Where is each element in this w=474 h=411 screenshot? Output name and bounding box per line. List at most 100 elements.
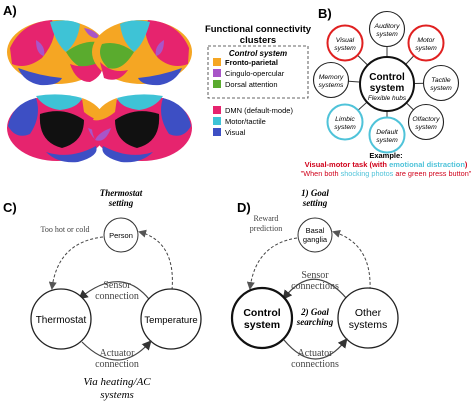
system-node-label: Default (376, 129, 399, 136)
thermostat-setting-title-l2: setting (108, 198, 134, 208)
panel-d-label: D) (237, 200, 251, 215)
control-hub-node (359, 56, 415, 112)
legend-item-label: Motor/tactile (225, 117, 266, 126)
system-node-label: Limbic (335, 116, 355, 123)
system-node-label: Olfactory (412, 116, 440, 123)
thermostat-node (30, 288, 92, 350)
task-suffix: ) (465, 160, 468, 169)
task-highlight: emotional distraction (389, 160, 465, 169)
goal-searching-l1: 2) Goal (300, 307, 329, 317)
goal-setting-title-l1: 1) Goal (301, 188, 329, 198)
arrow-person-to-thermostat (48, 236, 104, 290)
system-node (407, 24, 445, 62)
control-system-node (230, 286, 294, 350)
sensor-arc (78, 281, 153, 304)
actuator-connection-l1: Actuator (100, 348, 136, 359)
reward-prediction-l2: prediction (250, 224, 282, 233)
quote-suffix: are green press button" (393, 169, 471, 178)
hub-label: Flexible hubs (368, 95, 407, 102)
control-system-node-l2: system (244, 319, 280, 331)
system-node-label: system (334, 45, 356, 52)
system-node (368, 116, 406, 154)
legend-title-line2: clusters (240, 35, 276, 46)
system-node-label: systems (319, 82, 345, 89)
panel-c-label: C) (3, 200, 17, 215)
other-systems-l2: systems (349, 319, 388, 331)
thermostat-diagram: Thermostat setting Person Too hot or col… (30, 188, 202, 401)
system-node-label: system (415, 124, 437, 131)
control-system-node-l1: Control (243, 307, 280, 319)
legend-swatch (213, 117, 221, 125)
system-node (422, 64, 460, 102)
cluster-legend: Functional connectivity clusters Control… (205, 24, 312, 137)
thermostat-label: Thermostat (36, 315, 87, 326)
thermostat-setting-title-l1: Thermostat (100, 188, 143, 198)
panel-a-label: A) (3, 3, 17, 18)
legend-item-label: Fronto-parietal (225, 58, 278, 67)
legend-swatch (213, 69, 221, 77)
sensor-connection-l1: Sensor (103, 280, 131, 291)
brain-medial-left (7, 94, 107, 163)
person-node (103, 217, 139, 253)
person-label: Person (109, 231, 133, 240)
system-node-label: system (430, 85, 452, 92)
control-system-diagram: 1) Goal setting Basal ganglia Reward pre… (230, 188, 399, 370)
sensor-connections-l2: connections (291, 281, 339, 292)
brain-lateral-right (92, 20, 192, 86)
via-heating-l2: systems (100, 389, 134, 401)
legend-item-label: Cingulo-opercular (225, 69, 285, 78)
brain-medial-right (92, 94, 192, 163)
system-node-label: Tactile (431, 77, 451, 84)
hub-label: Control (369, 72, 405, 83)
system-node-label: system (376, 137, 398, 144)
system-node-label: Auditory (374, 23, 401, 30)
other-systems-l1: Other (355, 307, 382, 319)
legend-swatch (213, 58, 221, 66)
actuator-connection-l2: connection (95, 359, 139, 370)
example-label: Example: (369, 151, 402, 160)
example-caption: Example: Visual-motor task (with emotion… (301, 151, 472, 178)
system-node-label: system (376, 31, 398, 38)
system-node (326, 103, 364, 141)
reward-prediction-l1: Reward (254, 214, 279, 223)
system-node-label: system (415, 45, 437, 52)
system-node-label: Motor (417, 37, 435, 44)
via-heating-l1: Via heating/AC (83, 376, 151, 388)
goal-setting-title-l2: setting (302, 198, 328, 208)
arrow-other-to-basal (332, 229, 371, 291)
quote-highlight: shocking photos (341, 169, 394, 178)
actuator-connections-l2: connections (291, 359, 339, 370)
system-node-label: system (334, 124, 356, 131)
system-node (407, 103, 445, 141)
legend-swatch (213, 106, 221, 114)
control-system-box (207, 45, 309, 99)
brain-lateral-left (7, 20, 107, 86)
system-node (312, 61, 350, 99)
actuator-arc (81, 340, 152, 361)
hub-label: system (370, 83, 405, 94)
legend-item-label: Dorsal attention (225, 80, 278, 89)
sensor-connection-l2: connection (95, 291, 139, 302)
control-system-label: Control system (229, 49, 287, 58)
temperature-label: Temperature (144, 315, 197, 326)
system-node (368, 10, 406, 48)
too-hot-or-cold-note: Too hot or cold (41, 225, 90, 234)
task-prefix: Visual-motor task (with (305, 160, 389, 169)
quote-line: "When both shocking photos are green pre… (301, 169, 472, 178)
quote-prefix: "When both (301, 169, 341, 178)
other-systems-node (337, 287, 399, 349)
actuator-arc-d (283, 338, 348, 360)
temperature-node (140, 288, 202, 350)
task-line: Visual-motor task (with emotional distra… (305, 160, 468, 169)
arrow-basal-to-control (246, 237, 298, 290)
basal-ganglia-l2: ganglia (303, 235, 328, 244)
legend-item-label: DMN (default-mode) (225, 106, 293, 115)
basal-ganglia-l1: Basal (306, 226, 325, 235)
legend-swatch (213, 80, 221, 88)
sensor-connections-l1: Sensor (301, 270, 329, 281)
system-node-label: Visual (336, 37, 355, 44)
arrow-temperature-to-person (138, 229, 173, 291)
legend-title-line1: Functional connectivity (205, 24, 312, 35)
